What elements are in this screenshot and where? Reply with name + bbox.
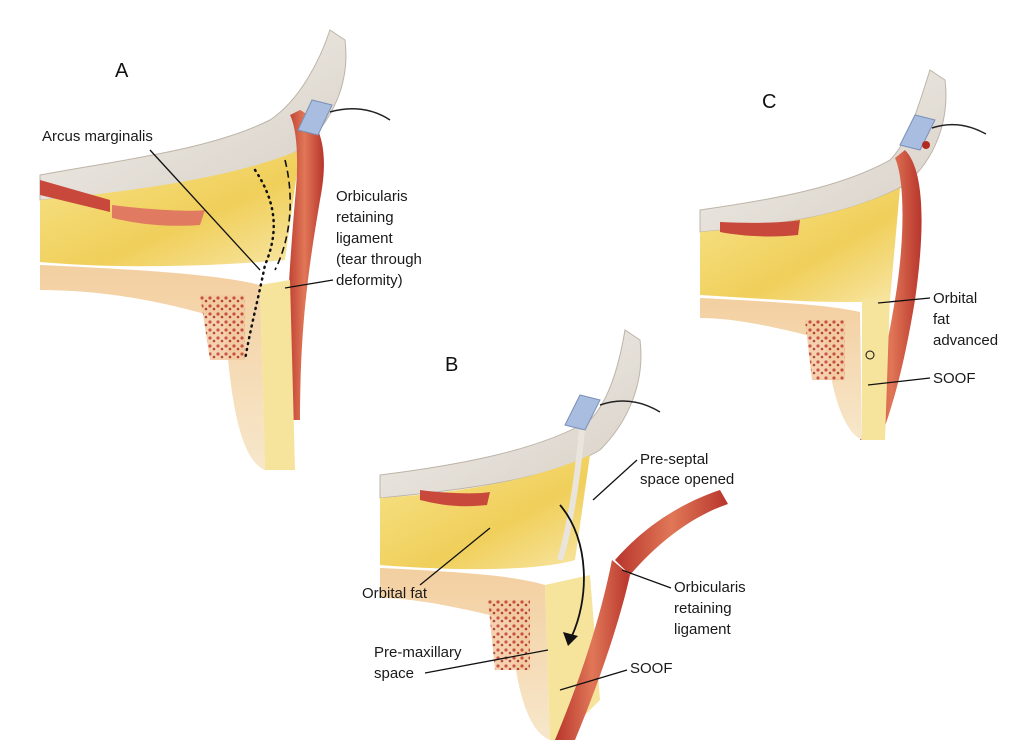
label-a-orl-4: (tear through [336,251,422,268]
label-b-orl-3: ligament [674,621,732,638]
panel-b: B Pre-septal space opened Orbital fat Or… [362,329,746,740]
panel-b-dissection-arrow [559,504,585,641]
panel-a-lower-fat [260,280,295,470]
panel-c-orbicularis [860,150,922,440]
label-b-orl-1: Orbicularis [674,579,746,596]
panel-c-suture-top [922,141,930,149]
panel-b-letter: B [445,354,458,376]
panel-a-septum-dashed [274,159,291,271]
label-a-orl-2: retaining [336,209,394,226]
leader-arcus-marginalis [149,149,261,271]
panel-a-bone [40,265,265,470]
leader-b-orbicularis-ligament [621,569,672,589]
label-a-orl-3: ligament [336,230,394,247]
panel-a-orbital-fat [40,150,300,267]
panel-b-orbital-fat [380,455,590,570]
label-preseptal-1: Pre-septal [640,451,708,468]
panel-a-tarsus [297,99,333,136]
leader-preseptal [592,459,638,501]
label-a-orl-1: Orbicularis [336,188,408,205]
panel-a-letter: A [115,60,129,82]
label-premaxillary-2: space [374,665,414,682]
panel-a: A Arcus marginalis Orbicularis retaining… [39,29,422,470]
panel-c-suture-mid [865,350,875,360]
panel-c-advanced-fat [862,295,890,440]
leader-c-soof [867,377,931,386]
label-preseptal-2: space opened [640,471,734,488]
label-c-soof: SOOF [933,370,976,387]
leader-c-orbital-fat [877,297,931,304]
label-premaxillary-1: Pre-maxillary [374,644,462,661]
panel-c-tarsus [899,114,936,151]
label-arcus-marginalis: Arcus marginalis [42,128,153,145]
panel-b-eyelash [599,400,661,413]
panel-c-marrow [805,320,845,380]
panel-a-eyelash [329,107,391,121]
panel-b-septum [557,429,585,561]
label-b-soof: SOOF [630,660,673,677]
leader-b-soof [559,669,628,691]
panel-b-muscle-inner [420,490,490,507]
panel-a-orbicularis [285,110,324,420]
panel-c-orbital-fat [700,188,900,303]
label-a-orl-5: deformity) [336,272,403,289]
panel-b-tarsus [564,394,601,431]
panel-c: C Orbital fat advanced SOOF [699,69,998,440]
panel-a-septum-dotted [243,168,275,362]
panel-b-arrowhead [563,632,578,646]
label-orbital-fat: Orbital fat [362,585,428,602]
panel-c-letter: C [762,91,776,113]
panel-c-muscle-inner [720,220,800,237]
leader-a-orbicularis-ligament [284,279,334,289]
label-c-fat-3: advanced [933,332,998,349]
leader-premaxillary [424,649,549,674]
panel-b-orbicularis [555,560,630,740]
label-c-fat-1: Orbital [933,290,977,307]
panel-a-muscle-strip [40,180,110,212]
label-b-orl-2: retaining [674,600,732,617]
panel-a-marrow [200,295,245,360]
panel-b-orbicularis-flap [615,490,728,575]
label-c-fat-2: fat [933,311,951,328]
leader-orbital-fat [419,527,491,586]
panel-a-muscle-inner [112,205,205,226]
panel-b-marrow [488,600,530,670]
panel-b-skin [379,329,642,499]
panel-c-eyelash [931,123,987,135]
